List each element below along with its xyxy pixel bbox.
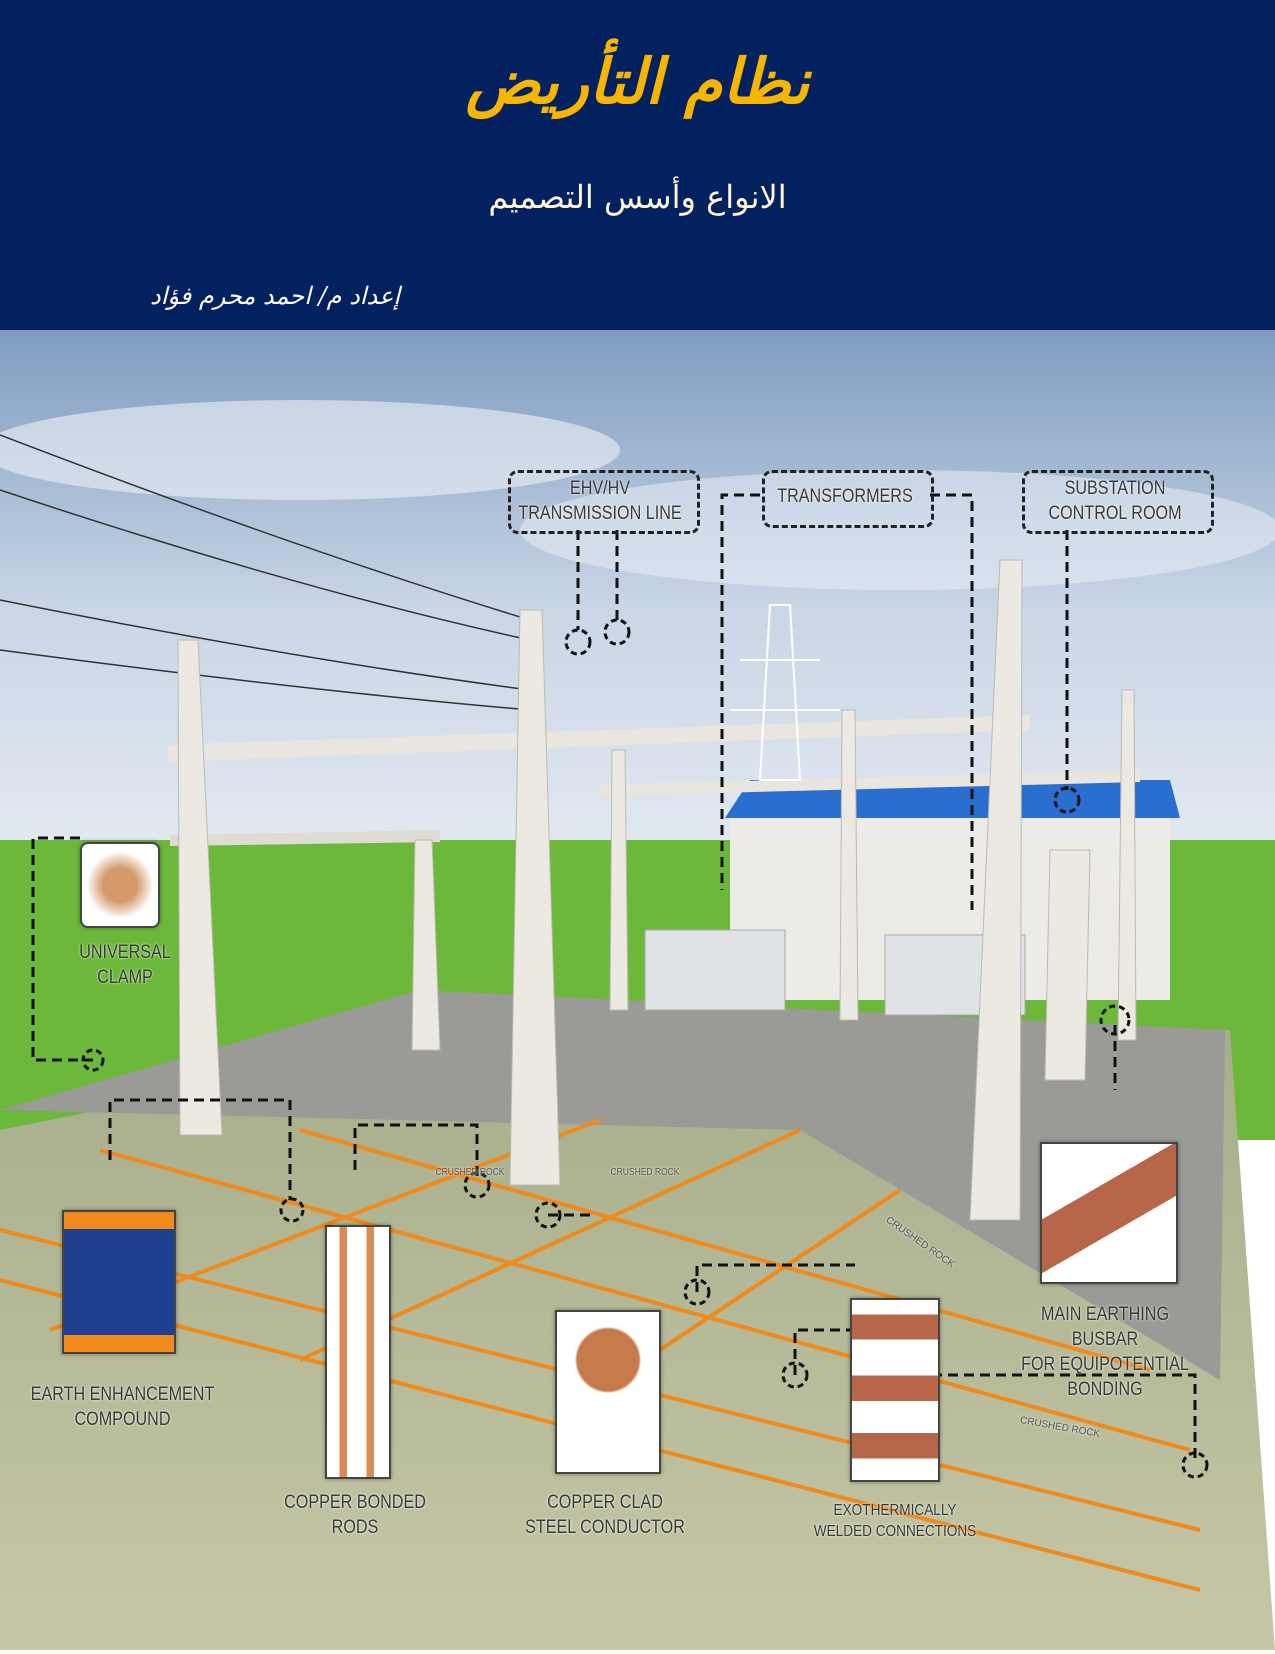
book-title: نظام التأريض	[465, 45, 810, 118]
busbar-image	[1040, 1142, 1178, 1284]
exothermic-welds-image	[850, 1298, 940, 1482]
cover-header: نظام التأريض الانواع وأسس التصميم إعداد …	[0, 0, 1275, 330]
gravel-yard	[0, 990, 1225, 1380]
universal-clamp-image	[80, 842, 160, 928]
copper-rods-image	[325, 1225, 391, 1479]
label-crushed-rock: CRUSHED ROCK	[610, 1167, 680, 1178]
substation-scene	[0, 330, 1275, 1650]
label-transformers: TRANSFORMERS	[777, 486, 913, 507]
label-crushed-rock: CRUSHED ROCK	[435, 1167, 505, 1178]
transformers-box	[762, 470, 934, 528]
earth-compound-image	[62, 1210, 176, 1354]
book-subtitle: الانواع وأسس التصميم	[488, 178, 787, 216]
control-room-box	[1022, 470, 1214, 534]
copper-clad-image	[555, 1310, 661, 1474]
author-credit: إعداد م/ احمد محرم فؤاد	[150, 282, 401, 310]
transmission-line-box	[508, 470, 700, 534]
transformer	[644, 929, 786, 1011]
